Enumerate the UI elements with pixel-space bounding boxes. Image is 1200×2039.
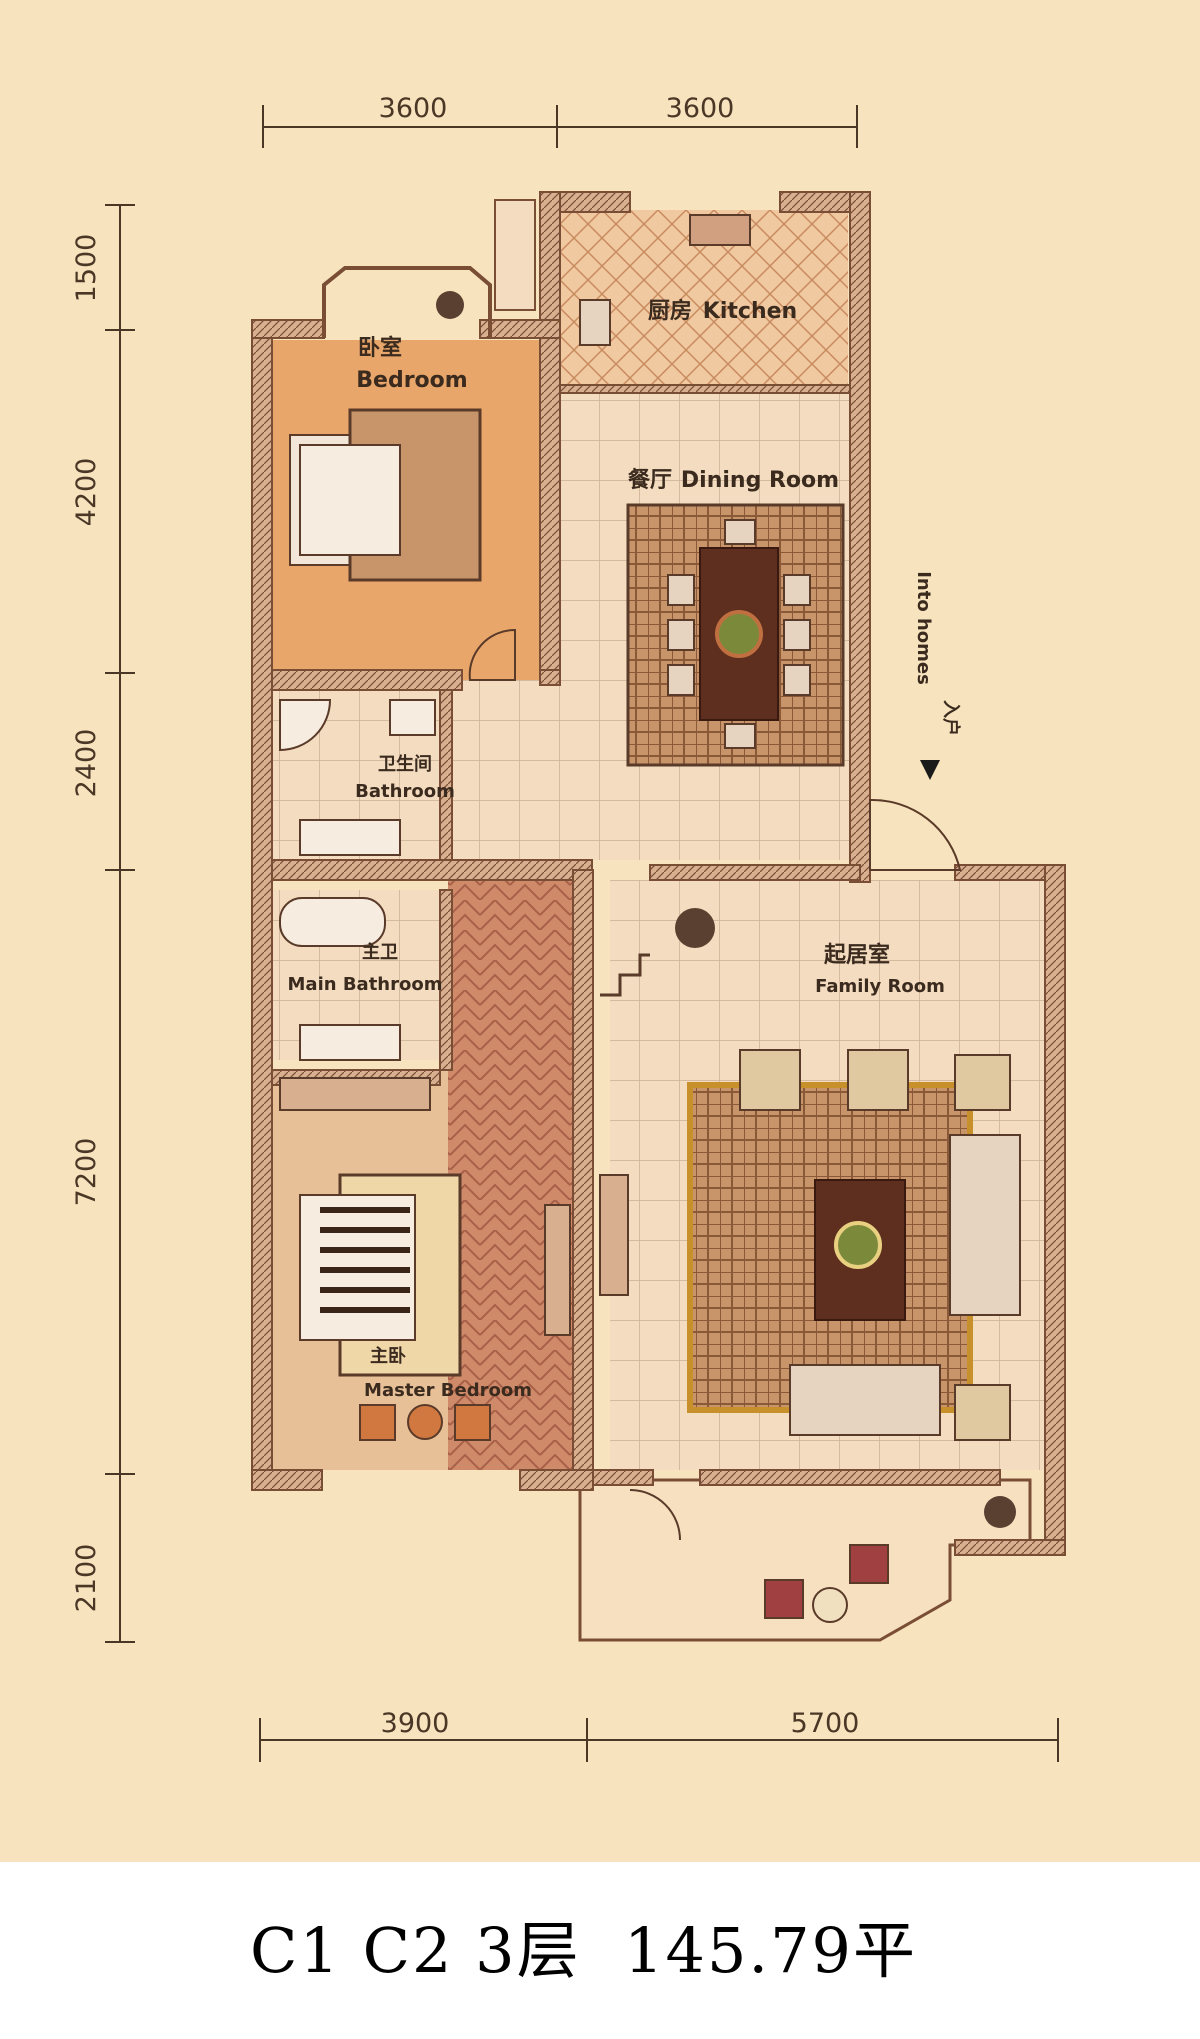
entrance-cn-label: 入户 bbox=[940, 700, 962, 736]
family-room-en-label: Family Room bbox=[815, 976, 945, 997]
bathtub-icon bbox=[279, 897, 386, 947]
armchair-icon bbox=[739, 1049, 801, 1111]
chair-icon bbox=[783, 619, 811, 651]
toilet-icon bbox=[389, 699, 436, 736]
chair-icon bbox=[783, 664, 811, 696]
floor-plan-area: 3600 3600 1500 4200 2400 7200 2100 3900 … bbox=[0, 0, 1200, 1862]
stairs-icon bbox=[600, 953, 650, 997]
bed-covers bbox=[299, 444, 401, 556]
left-dimension-line: 1500 4200 2400 7200 2100 bbox=[71, 204, 135, 1643]
bathroom-fixtures bbox=[279, 699, 436, 1061]
plant-icon bbox=[436, 291, 464, 319]
main-bathroom-en-label: Main Bathroom bbox=[288, 974, 443, 995]
entrance-door-icon bbox=[869, 798, 962, 871]
bedroom-cn-label: 卧室 bbox=[358, 335, 402, 361]
dim-top-2: 3600 bbox=[666, 93, 735, 124]
plant-icon bbox=[984, 1496, 1016, 1528]
kitchen-en-label: Kitchen bbox=[703, 299, 797, 324]
bedroom-en-label: Bedroom bbox=[356, 368, 467, 393]
chair-icon bbox=[359, 1404, 396, 1441]
side-table-icon bbox=[812, 1587, 848, 1623]
plan-caption: C1 C2 3层 145.79平 bbox=[250, 1914, 917, 1987]
chair-icon bbox=[667, 619, 695, 651]
master-bedroom-furniture bbox=[279, 1077, 571, 1441]
balcony-door-icon bbox=[629, 1489, 681, 1541]
tv-cabinet-icon bbox=[599, 1174, 629, 1296]
entrance-en-label: Into homes bbox=[913, 571, 934, 685]
chair-icon bbox=[667, 664, 695, 696]
dining-furniture bbox=[626, 503, 845, 767]
plant-icon bbox=[675, 908, 715, 948]
entrance-marker: Into homes 入户 bbox=[913, 571, 962, 780]
dim-bottom-2: 5700 bbox=[791, 1708, 860, 1739]
centerpiece-icon bbox=[715, 610, 763, 658]
bathroom-en-label: Bathroom bbox=[355, 781, 455, 802]
balcony-floor bbox=[578, 1478, 1032, 1642]
sofa-icon bbox=[949, 1134, 1021, 1316]
dim-bottom-1: 3900 bbox=[381, 1708, 450, 1739]
bedroom-door-icon bbox=[468, 628, 516, 681]
sink-icon bbox=[579, 299, 611, 346]
sink-icon bbox=[299, 819, 401, 856]
sink-icon bbox=[299, 1024, 401, 1061]
side-table-icon bbox=[954, 1054, 1011, 1111]
entrance-arrow-icon bbox=[920, 760, 940, 780]
dining-en-label: Dining Room bbox=[681, 468, 839, 493]
armchair-icon bbox=[847, 1049, 909, 1111]
dim-left-1: 1500 bbox=[71, 234, 102, 303]
bottom-dimension-line: 3900 5700 bbox=[259, 1708, 1059, 1762]
master-wood-floor bbox=[448, 870, 573, 1470]
dim-top-1: 3600 bbox=[379, 93, 448, 124]
floor-plan-drawing: 3600 3600 1500 4200 2400 7200 2100 3900 … bbox=[71, 93, 1066, 1762]
dim-left-4: 7200 bbox=[71, 1138, 102, 1207]
chair-icon bbox=[667, 574, 695, 606]
dining-cn-label: 餐厅 bbox=[628, 468, 672, 493]
bed-stripes bbox=[320, 1207, 410, 1313]
chair-icon bbox=[724, 723, 756, 749]
sofa-icon bbox=[789, 1364, 941, 1436]
master-bedroom-cn-label: 主卧 bbox=[370, 1345, 406, 1367]
wardrobe-icon bbox=[544, 1204, 571, 1336]
closet-icon bbox=[279, 1077, 431, 1111]
chair-icon bbox=[724, 519, 756, 545]
side-table-icon bbox=[407, 1404, 443, 1440]
master-bedroom-en-label: Master Bedroom bbox=[364, 1380, 532, 1401]
stove-icon bbox=[689, 214, 751, 246]
corridor-floor bbox=[440, 680, 580, 860]
chair-icon bbox=[849, 1544, 889, 1584]
room-labels: 卧室 Bedroom 厨房 Kitchen 餐厅 Dining Room 卫生间… bbox=[288, 298, 945, 1401]
shower-icon bbox=[279, 699, 332, 752]
walls bbox=[251, 191, 1066, 1556]
dim-left-3: 2400 bbox=[71, 729, 102, 798]
dim-left-5: 2100 bbox=[71, 1544, 102, 1613]
caption-bar bbox=[0, 1862, 1200, 2039]
bathroom-cn-label: 卫生间 bbox=[378, 753, 432, 775]
bedroom-furniture bbox=[289, 291, 516, 681]
chair-icon bbox=[783, 574, 811, 606]
plant-icon bbox=[834, 1221, 882, 1269]
family-room-furniture bbox=[599, 798, 1021, 1623]
chair-icon bbox=[454, 1404, 491, 1441]
main-bathroom-cn-label: 主卫 bbox=[362, 941, 398, 963]
chair-icon bbox=[764, 1579, 804, 1619]
top-dimension-line: 3600 3600 bbox=[262, 93, 858, 148]
kitchen-furniture bbox=[579, 214, 751, 346]
dim-left-2: 4200 bbox=[71, 458, 102, 527]
side-table-icon bbox=[954, 1384, 1011, 1441]
family-room-cn-label: 起居室 bbox=[823, 942, 890, 968]
kitchen-cn-label: 厨房 bbox=[648, 298, 692, 324]
